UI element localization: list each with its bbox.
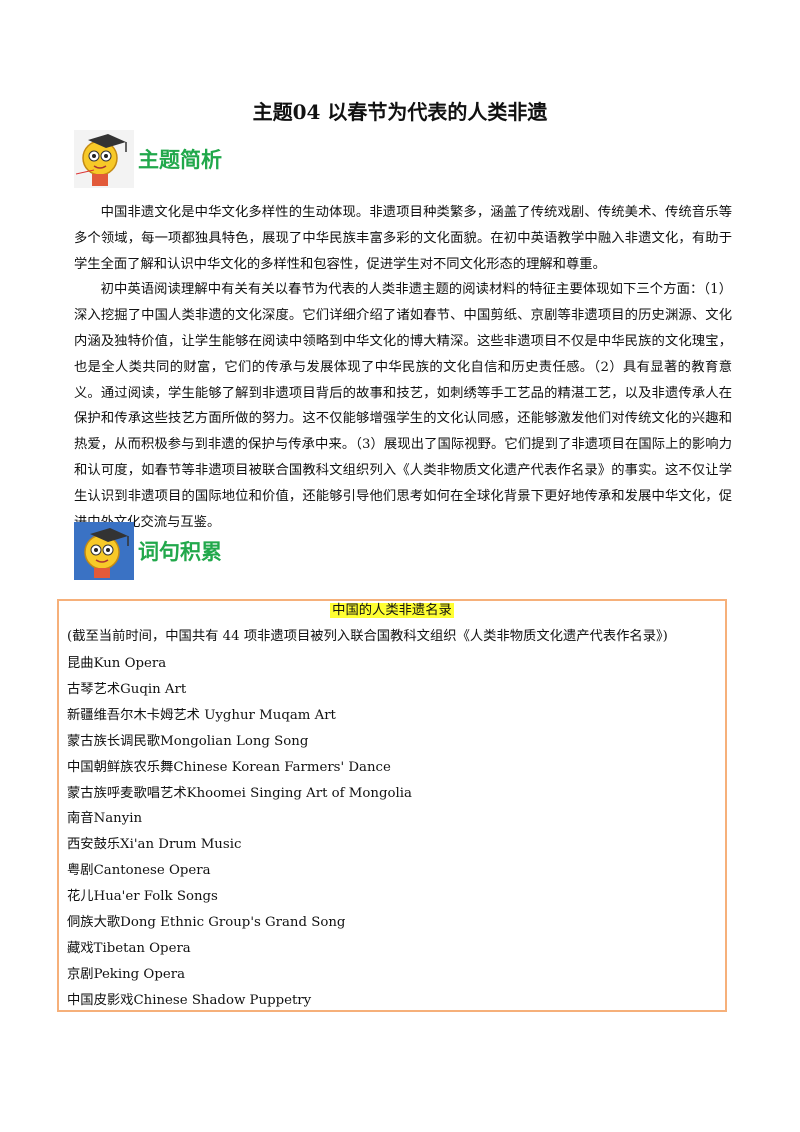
list-item: 花儿Hua'er Folk Songs bbox=[67, 889, 218, 905]
list-item: 藏戏Tibetan Opera bbox=[67, 940, 191, 956]
list-item: 京剧Peking Opera bbox=[67, 966, 185, 982]
mascot-scholar-icon bbox=[74, 130, 134, 188]
box-title: 中国的人类非遗名录 bbox=[59, 601, 725, 621]
list-item: 昆曲Kun Opera bbox=[67, 656, 167, 671]
section-analysis-label: 主题简析 bbox=[138, 148, 222, 172]
list-item: 中国朝鲜族农乐舞Chinese Korean Farmers' Dance bbox=[67, 759, 391, 775]
list-item: 蒙古族呼麦歌唱艺术Khoomei Singing Art of Mongolia bbox=[67, 785, 412, 801]
list-item: 西安鼓乐Xi'an Drum Music bbox=[67, 837, 242, 853]
heritage-list: 昆曲Kun Opera 古琴艺术Guqin Art 新疆维吾尔木卡姆艺术 Uyg… bbox=[67, 651, 725, 1014]
analysis-paragraph: 中国非遗文化是中华文化多样性的生动体现。非遗项目种类繁多，涵盖了传统戏剧、传统美… bbox=[74, 205, 732, 272]
mascot-scholar-icon bbox=[74, 522, 134, 580]
list-item: 侗族大歌Dong Ethnic Group's Grand Song bbox=[67, 915, 346, 931]
list-item: 新疆维吾尔木卡姆艺术 Uyghur Muqam Art bbox=[67, 707, 336, 723]
list-item: 蒙古族长调民歌Mongolian Long Song bbox=[67, 733, 309, 749]
box-title-text: 中国的人类非遗名录 bbox=[330, 603, 454, 618]
list-item: 粤剧Cantonese Opera bbox=[67, 863, 211, 879]
page-title: 主题04 以春节为代表的人类非遗 bbox=[252, 100, 548, 124]
heritage-list-box: 中国的人类非遗名录 (截至当前时间，中国共有 44 项非遗项目被列入联合国教科文… bbox=[57, 599, 727, 1012]
list-item: 古琴艺术Guqin Art bbox=[67, 681, 187, 697]
box-note: (截至当前时间，中国共有 44 项非遗项目被列入联合国教科文组织《人类非物质文化… bbox=[67, 629, 668, 644]
analysis-text: 中国非遗文化是中华文化多样性的生动体现。非遗项目种类繁多，涵盖了传统戏剧、传统美… bbox=[74, 200, 732, 535]
section-analysis-heading: 主题简析 bbox=[74, 130, 222, 188]
section-vocab-label: 词句积累 bbox=[138, 540, 222, 564]
analysis-paragraph: 初中英语阅读理解中有关有关以春节为代表的人类非遗主题的阅读材料的特征主要体现如下… bbox=[74, 282, 732, 530]
section-vocab-heading: 词句积累 bbox=[74, 522, 222, 580]
list-item: 中国皮影戏Chinese Shadow Puppetry bbox=[67, 992, 312, 1008]
list-item: 南音Nanyin bbox=[67, 811, 143, 827]
